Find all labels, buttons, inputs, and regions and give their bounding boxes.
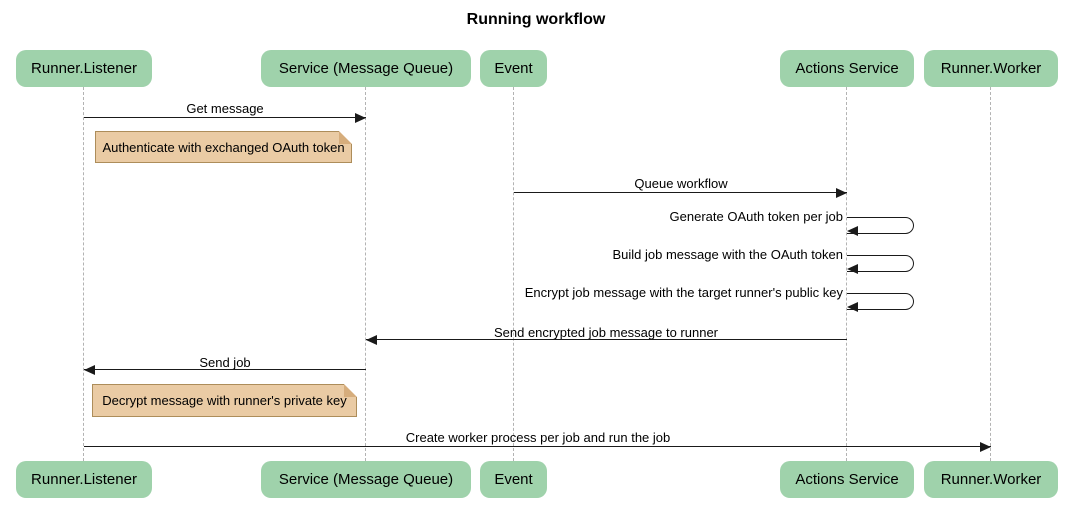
message-line-create-worker-process: [84, 446, 991, 447]
arrowhead-left-icon: [847, 226, 858, 236]
message-label-get-message: Get message: [186, 101, 264, 116]
note-authenticate-oauth: Authenticate with exchanged OAuth token: [95, 131, 352, 163]
actor-runner-listener-top: Runner.Listener: [16, 50, 152, 87]
actor-actions-service-top: Actions Service: [780, 50, 914, 87]
actor-runner-worker-bottom: Runner.Worker: [924, 461, 1058, 498]
note-text: Decrypt message with runner's private ke…: [102, 393, 347, 408]
arrowhead-left-icon: [84, 365, 95, 375]
message-line-queue-workflow: [514, 192, 847, 193]
message-label-queue-workflow: Queue workflow: [634, 176, 728, 191]
actor-service-message-queue-top: Service (Message Queue): [261, 50, 471, 87]
message-line-get-message: [84, 117, 366, 118]
lifeline-runner-listener: [83, 87, 84, 461]
arrowhead-left-icon: [366, 335, 377, 345]
lifeline-runner-worker: [990, 87, 991, 461]
self-loop-generate-oauth-token: [847, 217, 914, 234]
message-label-send-encrypted-job-message: Send encrypted job message to runner: [493, 325, 719, 340]
arrowhead-right-icon: [980, 442, 991, 452]
note-decrypt-message: Decrypt message with runner's private ke…: [92, 384, 357, 417]
message-line-send-job: [84, 369, 366, 370]
message-label-encrypt-job-message: Encrypt job message with the target runn…: [524, 285, 843, 300]
self-loop-build-job-message: [847, 255, 914, 272]
arrowhead-right-icon: [836, 188, 847, 198]
diagram-title: Running workflow: [466, 11, 606, 28]
self-loop-encrypt-job-message: [847, 293, 914, 310]
actor-runner-listener-bottom: Runner.Listener: [16, 461, 152, 498]
actor-event-top: Event: [480, 50, 547, 87]
message-label-create-worker-process: Create worker process per job and run th…: [405, 430, 671, 445]
arrowhead-left-icon: [847, 264, 858, 274]
arrowhead-left-icon: [847, 302, 858, 312]
message-line-send-encrypted-job-message: [366, 339, 847, 340]
message-label-send-job: Send job: [199, 355, 251, 370]
actor-service-message-queue-bottom: Service (Message Queue): [261, 461, 471, 498]
lifeline-service-message-queue: [365, 87, 366, 461]
actor-runner-worker-top: Runner.Worker: [924, 50, 1058, 87]
message-label-build-job-message: Build job message with the OAuth token: [612, 247, 843, 262]
message-label-generate-oauth-token: Generate OAuth token per job: [669, 209, 843, 224]
arrowhead-right-icon: [355, 113, 366, 123]
actor-event-bottom: Event: [480, 461, 547, 498]
actor-actions-service-bottom: Actions Service: [780, 461, 914, 498]
lifeline-actions-service: [846, 87, 847, 461]
note-text: Authenticate with exchanged OAuth token: [102, 139, 345, 155]
lifeline-event: [513, 87, 514, 461]
note-fold-icon: [339, 131, 352, 144]
note-fold-icon: [344, 384, 357, 397]
